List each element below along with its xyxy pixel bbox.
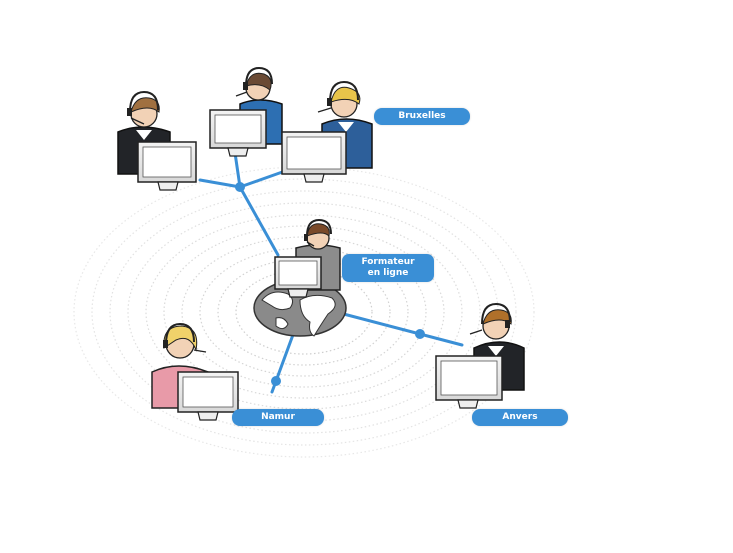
link-hub-right: [238, 168, 290, 189]
anvers-node: [415, 329, 425, 339]
participant-namur-icon: [151, 322, 239, 421]
participant-bruxelles-3-icon: [281, 80, 373, 183]
participant-bruxelles-1-icon: [117, 90, 197, 191]
hub-node: [235, 182, 245, 192]
label-bruxelles: Bruxelles: [374, 108, 470, 125]
label-namur: Namur: [232, 409, 324, 426]
label-formateur-en-ligne: Formateur en ligne: [342, 254, 434, 282]
trainer-monitor-icon: [274, 256, 322, 298]
link-hub-left: [198, 178, 242, 189]
link-anvers: [334, 310, 464, 347]
namur-node: [271, 376, 281, 386]
participant-anvers-icon: [435, 302, 525, 409]
globe-icon: [253, 279, 347, 337]
concentric-rings: [73, 166, 535, 458]
label-anvers: Anvers: [472, 409, 568, 426]
link-center-hub: [238, 185, 280, 257]
participant-bruxelles-2-icon: [209, 66, 283, 157]
connection-nodes: [235, 182, 425, 386]
